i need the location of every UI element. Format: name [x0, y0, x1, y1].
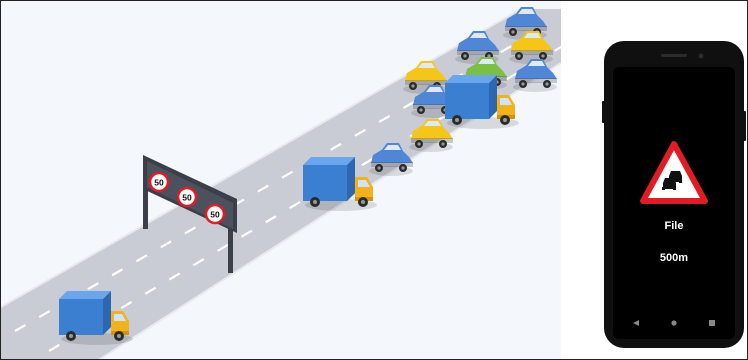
speed-limit-value-1: 50 — [154, 178, 164, 188]
speed-limit-sign-2: 50 — [178, 188, 196, 206]
smartphone: File 500m — [602, 41, 746, 348]
phone-side-button-left — [602, 101, 605, 123]
speed-limit-value-3: 50 — [210, 210, 220, 220]
phone-speaker — [661, 54, 687, 57]
speed-limit-sign-3: 50 — [206, 205, 224, 223]
speed-limit-value-2: 50 — [182, 193, 192, 203]
speed-limit-sign-1: 50 — [150, 173, 168, 191]
alert-distance: 500m — [660, 252, 688, 264]
recents-square-icon[interactable] — [709, 320, 715, 326]
home-dot-icon[interactable] — [671, 320, 676, 325]
phone-side-button-right — [743, 111, 746, 141]
alert-title: File — [665, 220, 684, 232]
phone-camera-icon — [699, 54, 704, 59]
